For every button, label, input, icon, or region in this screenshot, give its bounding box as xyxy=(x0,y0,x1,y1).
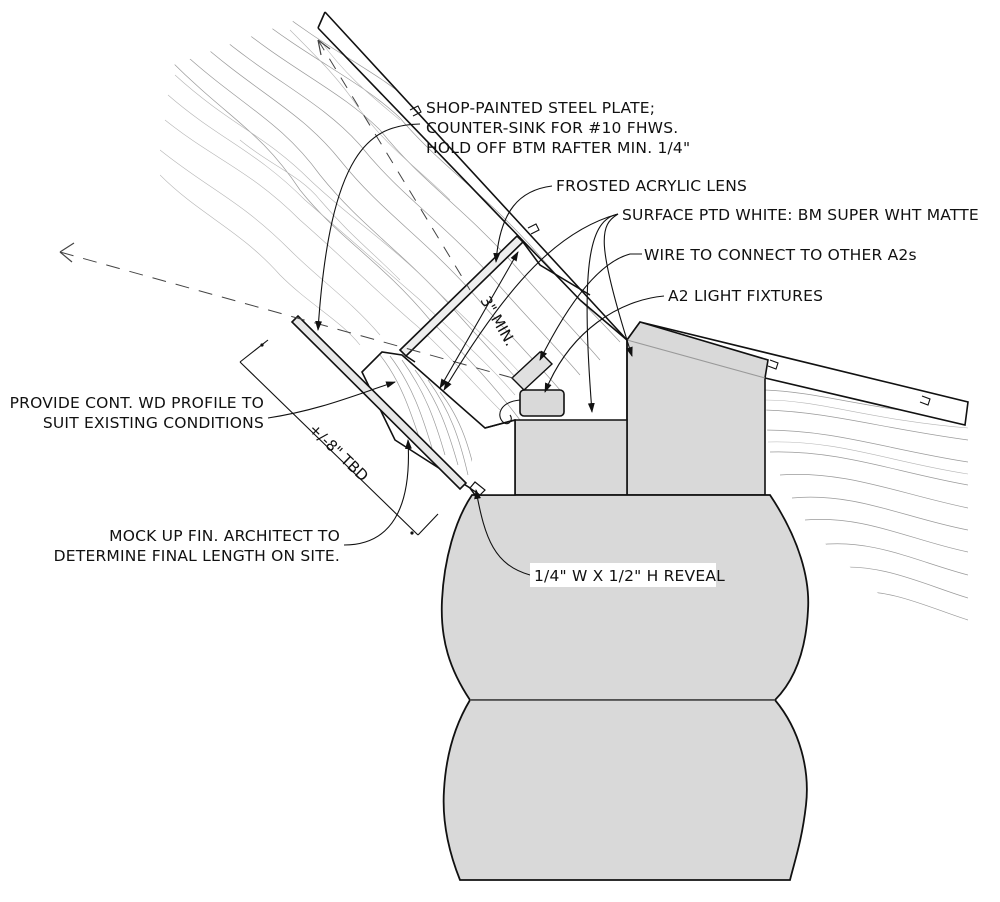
leader-mock-up xyxy=(343,439,412,546)
a2-light-fixture xyxy=(519,389,565,417)
lower-log-section xyxy=(442,699,808,881)
leader-surface-paint-3 xyxy=(443,213,619,391)
note-mock-up-line-1: MOCK UP FIN. ARCHITECT TO xyxy=(109,527,340,545)
dim-fin-length: +/-8" TBD xyxy=(305,420,372,485)
leader-acrylic-lens xyxy=(493,185,553,263)
note-reveal: 1/4" W X 1/2" H REVEAL xyxy=(534,567,725,585)
right-rafter-wood-grain xyxy=(765,389,968,621)
leader-surface-paint-1 xyxy=(586,213,619,413)
rafter-wood-grain xyxy=(160,12,636,421)
leader-wire xyxy=(539,253,642,361)
note-wire: WIRE TO CONNECT TO OTHER A2s xyxy=(644,246,917,264)
wood-profile-block xyxy=(361,351,516,496)
note-fixtures: A2 LIGHT FIXTURES xyxy=(668,287,823,305)
sight-line xyxy=(59,251,521,381)
note-steel-plate-line-1: SHOP-PAINTED STEEL PLATE; xyxy=(426,99,655,117)
note-surface-paint: SURFACE PTD WHITE: BM SUPER WHT MATTE xyxy=(622,206,979,224)
note-mock-up-line-2: DETERMINE FINAL LENGTH ON SITE. xyxy=(54,547,340,565)
leader-wood-profile xyxy=(267,381,396,419)
note-steel-plate-line-3: HOLD OFF BTM RAFTER MIN. 1/4" xyxy=(426,139,690,157)
leader-surface-paint-2 xyxy=(603,213,633,357)
leader-reveal xyxy=(474,489,531,576)
roof-deck-board-left xyxy=(325,12,640,340)
leader-fixtures xyxy=(544,295,665,393)
note-steel-plate-line-2: COUNTER-SINK FOR #10 FHWS. xyxy=(426,119,678,137)
a2-light-fixture-angled xyxy=(510,351,554,391)
upper-log-section xyxy=(440,494,810,701)
note-acrylic-lens: FROSTED ACRYLIC LENS xyxy=(556,177,747,195)
note-wood-profile-line-2: SUIT EXISTING CONDITIONS xyxy=(43,414,264,432)
note-wood-profile-line-1: PROVIDE CONT. WD PROFILE TO xyxy=(10,394,264,412)
plate-block xyxy=(514,419,628,496)
leader-steel-plate xyxy=(315,123,421,331)
